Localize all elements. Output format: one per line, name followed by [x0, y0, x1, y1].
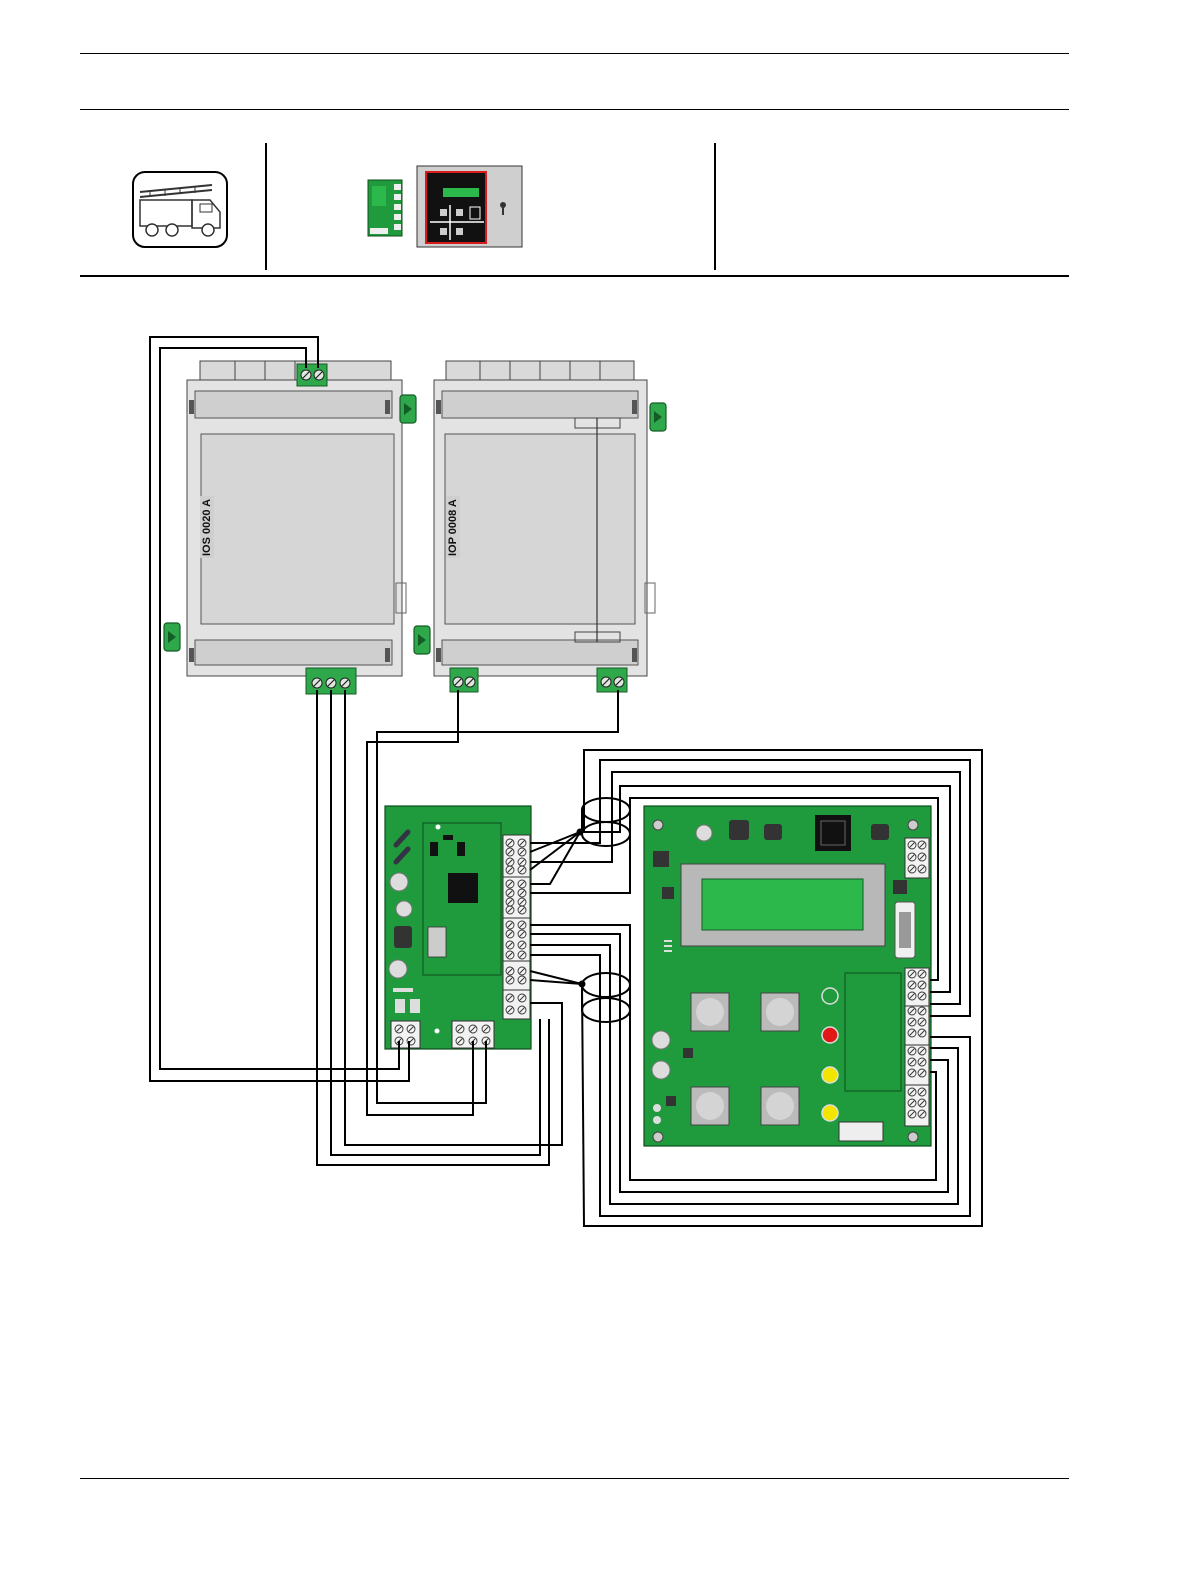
terminal-screw	[908, 1018, 916, 1026]
terminal-screw	[918, 1018, 926, 1026]
terminal-screw	[506, 930, 514, 938]
terminal-screw	[918, 970, 926, 978]
terminal-screw	[908, 1047, 916, 1055]
terminal-screw	[506, 906, 514, 914]
terminal-screw	[518, 898, 526, 906]
terminal-screw	[918, 1007, 926, 1015]
terminal-screw	[908, 841, 916, 849]
terminal-screw	[918, 865, 926, 873]
terminal-screw	[506, 994, 514, 1002]
terminal-screw	[506, 951, 514, 959]
iop-module-label: IOP 0008 A	[447, 499, 459, 556]
terminal-screw	[506, 967, 514, 975]
terminal-screw	[518, 976, 526, 984]
terminal-screw	[918, 1047, 926, 1055]
terminal-screw	[518, 839, 526, 847]
terminal-screw	[506, 880, 514, 888]
terminal-screw	[918, 1088, 926, 1096]
terminal-screw	[518, 1006, 526, 1014]
terminal-screw	[908, 970, 916, 978]
terminal-screw	[506, 1006, 514, 1014]
ios-module-label: IOS 0020 A	[201, 499, 213, 556]
iop-module: IOP 0008 A	[414, 361, 666, 692]
fire-brigade-panel-icon	[368, 166, 522, 247]
terminal-screw	[518, 994, 526, 1002]
terminal-screw	[506, 866, 514, 874]
terminal-screw	[918, 853, 926, 861]
panel-board	[644, 806, 931, 1146]
terminal-screw	[506, 839, 514, 847]
terminal-screw	[518, 930, 526, 938]
ios-module: IOS 0020 A	[164, 361, 416, 694]
terminal-screw	[908, 1110, 916, 1118]
terminal-screw	[908, 1099, 916, 1107]
terminal-screw	[518, 921, 526, 929]
terminal-screw	[506, 858, 514, 866]
terminal-screw	[518, 889, 526, 897]
terminal-screw	[918, 1069, 926, 1077]
ferrite-core-lower	[579, 973, 631, 1022]
terminal-screw	[518, 880, 526, 888]
terminal-screw	[908, 1029, 916, 1037]
terminal-screw	[918, 981, 926, 989]
terminal-screw	[518, 858, 526, 866]
terminal-screw	[918, 1058, 926, 1066]
terminal-screw	[908, 1069, 916, 1077]
terminal-screw	[518, 866, 526, 874]
terminal-screw	[506, 941, 514, 949]
terminal-screw	[908, 981, 916, 989]
terminal-screw	[518, 951, 526, 959]
terminal-screw	[908, 992, 916, 1000]
terminal-screw	[518, 967, 526, 975]
terminal-screw	[918, 992, 926, 1000]
terminal-screw	[506, 848, 514, 856]
terminal-screw	[908, 853, 916, 861]
terminal-screw	[908, 1007, 916, 1015]
terminal-screw	[506, 889, 514, 897]
terminal-screw	[506, 976, 514, 984]
terminal-screw	[518, 941, 526, 949]
terminal-screw	[518, 848, 526, 856]
terminal-screw	[506, 921, 514, 929]
terminal-screw	[918, 1029, 926, 1037]
terminal-screw	[506, 898, 514, 906]
terminal-screw	[908, 1088, 916, 1096]
fire-truck-icon	[133, 172, 227, 247]
terminal-screw	[518, 906, 526, 914]
terminal-screw	[918, 841, 926, 849]
terminal-screw	[918, 1099, 926, 1107]
terminal-screw	[908, 865, 916, 873]
terminal-screw	[908, 1058, 916, 1066]
terminal-screw	[918, 1110, 926, 1118]
